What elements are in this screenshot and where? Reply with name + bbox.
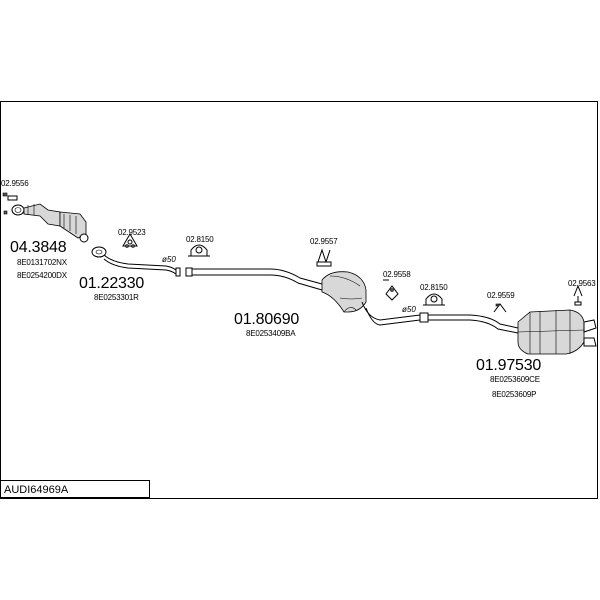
rear-silencer-oem-2: 8E0253609P: [492, 390, 537, 399]
mount-2-code: 02.8150: [186, 235, 214, 244]
reference-code: AUDI64969A: [4, 484, 69, 496]
middle-silencer-part-number: 01.80690: [234, 311, 300, 328]
diameter-label-2: ø50: [402, 305, 416, 314]
intermediate-pipe-drawing: [361, 301, 519, 334]
mount-3-code: 02.9557: [310, 237, 338, 246]
catalyst-oem-2: 8E0254200DX: [17, 271, 67, 280]
front-pipe-oem-1: 8E0253301R: [94, 293, 139, 302]
mount-6-drawing: [493, 303, 507, 313]
front-pipe-drawing: [91, 246, 181, 277]
diameter-label-1: ø50: [162, 255, 176, 264]
mount-3-drawing: [316, 248, 332, 267]
gasket-1-drawing: [2, 192, 18, 215]
rear-silencer-oem-1: 8E0253609CE: [490, 375, 540, 384]
mount-2-drawing: [188, 244, 210, 257]
mount-1-code: 02.9523: [118, 228, 146, 237]
catalyst-oem-1: 8E0131702NX: [17, 258, 67, 267]
mount-5-code: 02.8150: [420, 283, 448, 292]
mount-7-code: 02.9563: [568, 279, 596, 288]
front-pipe-part-number: 01.22330: [79, 275, 145, 292]
diagram-frame: [0, 101, 598, 499]
catalyst-part-number: 04.3848: [10, 239, 67, 256]
mount-1-drawing: [122, 233, 138, 248]
mount-5-drawing: [423, 293, 445, 306]
gasket-1-code: 02.9556: [1, 179, 29, 188]
mount-4-code: 02.9558: [383, 270, 411, 279]
middle-silencer-oem-1: 8E0253409BA: [246, 329, 296, 338]
rear-silencer-part-number: 01.97530: [476, 357, 542, 374]
mount-4-drawing: [383, 279, 399, 301]
middle-silencer-drawing: [321, 271, 367, 313]
mount-6-code: 02.9559: [487, 291, 515, 300]
catalyst-drawing: [11, 203, 89, 243]
rear-silencer-drawing: [517, 309, 597, 355]
middle-pipe-drawing: [185, 267, 323, 291]
reference-box: AUDI64969A: [0, 480, 150, 498]
mount-7-drawing: [573, 284, 583, 306]
